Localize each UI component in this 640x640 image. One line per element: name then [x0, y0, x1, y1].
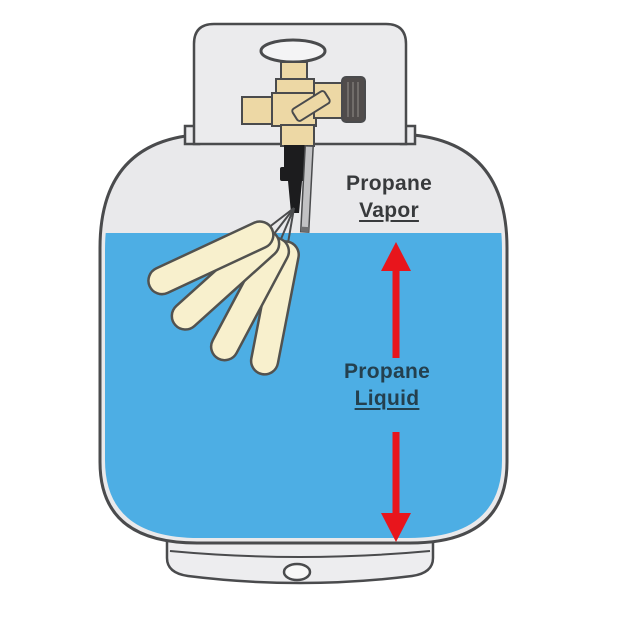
drain-hole [282, 562, 312, 582]
valve-neck [280, 124, 315, 147]
dip-tube [299, 145, 314, 233]
float-gauge-arms [147, 220, 300, 376]
float-arm-1 [147, 220, 275, 296]
float-gauge-links [267, 207, 295, 244]
down-arrow [381, 432, 411, 542]
liquid-label-line1: Propane [343, 360, 431, 383]
vapor-label: Propane Vapor [346, 170, 432, 224]
valve-assembly [241, 38, 366, 233]
vapor-label-line2: Vapor [359, 199, 419, 222]
float-arm-3 [209, 236, 291, 362]
valve-handwheel [259, 38, 327, 64]
valve-bonnet [275, 78, 315, 95]
valve-left-port [241, 96, 275, 125]
liquid-label: Propane Liquid [344, 358, 430, 412]
foot-ring [165, 533, 435, 585]
outlet-cap [341, 76, 366, 123]
valve-lever [291, 90, 331, 122]
tank-body [98, 132, 509, 545]
vapor-label-line1: Propane [345, 172, 433, 195]
up-arrow [381, 242, 411, 358]
valve-upper-stem [280, 61, 308, 81]
liquid-label-line2: Liquid [354, 387, 420, 410]
